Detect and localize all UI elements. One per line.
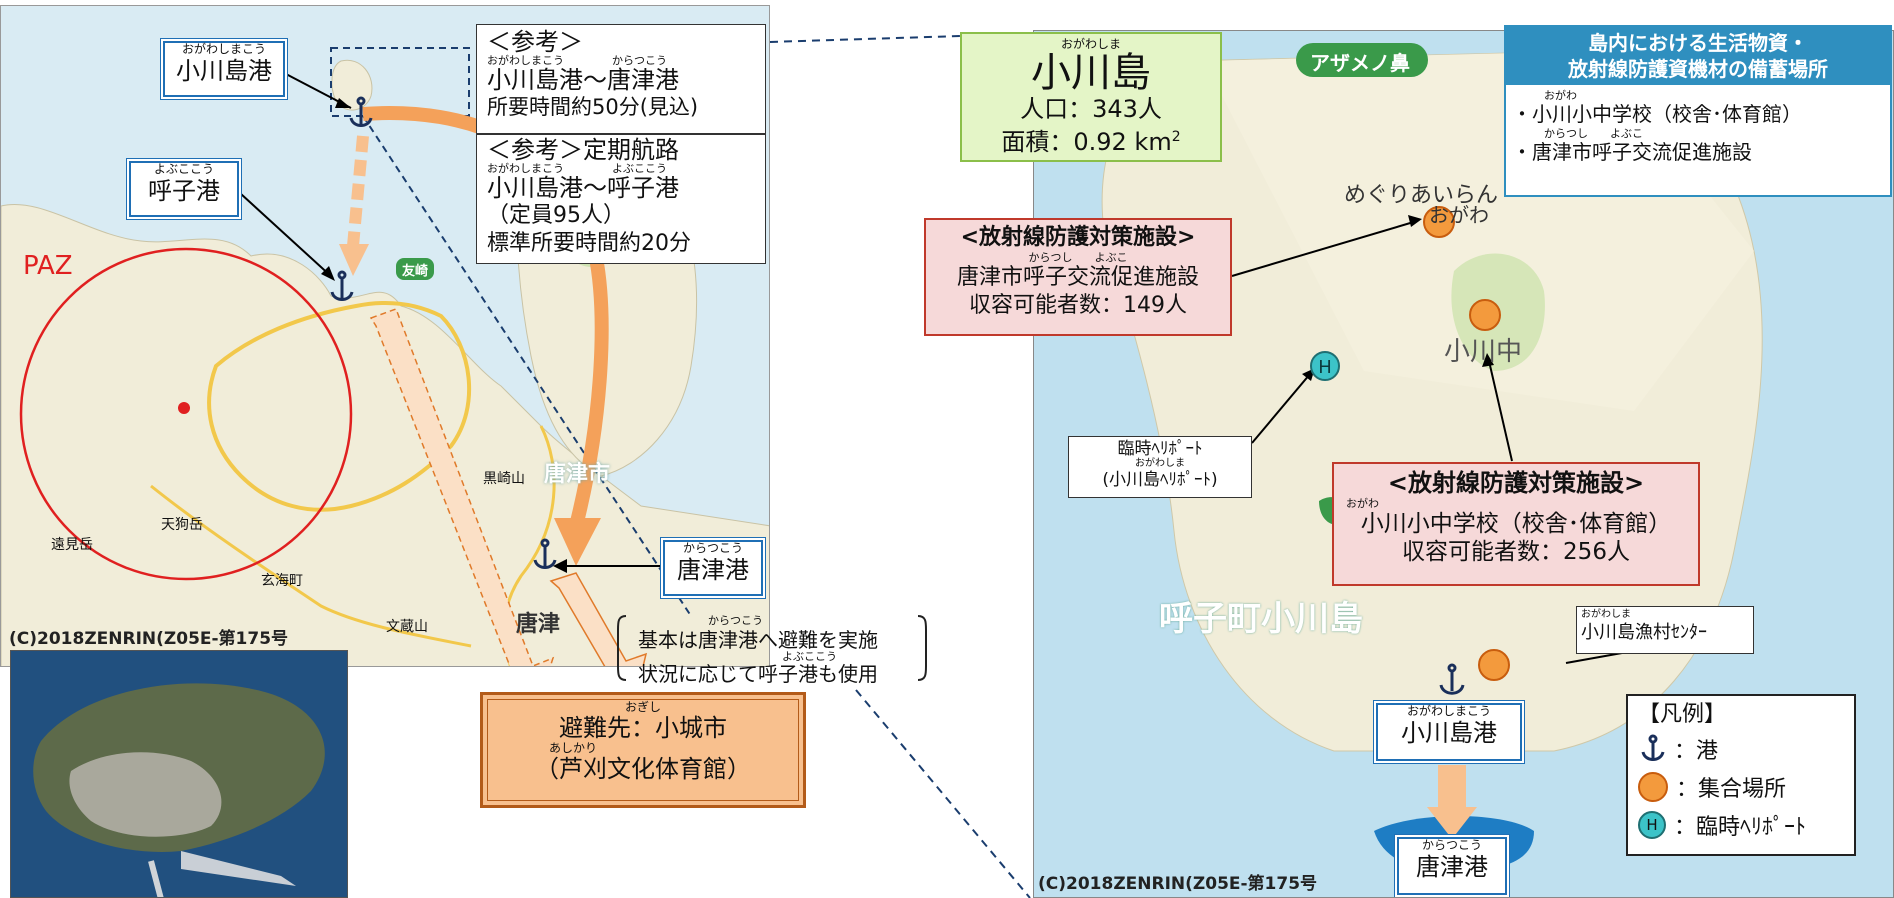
anchor-icon [1439, 663, 1465, 695]
anchor-icon [1641, 734, 1665, 761]
map-label-karatsu: 唐津市 [544, 462, 611, 487]
stockpile-box: 島内における生活物資・ 放射線防護資機材の備蓄場所 おがわ ・小川小中学校（校舎… [1504, 25, 1892, 197]
fishing-center-label: おがわしま 小川島漁村ｾﾝﾀｰ [1576, 606, 1754, 654]
legend-box: 【凡例】 ：港 ：集合場所 H ：臨時ﾍﾘﾎﾟｰﾄ [1626, 694, 1856, 856]
heliport-icon[interactable]: H [1310, 351, 1340, 381]
map-label-kurosezan: 黒崎山 [483, 471, 525, 487]
assembly-point-ogawa-school[interactable] [1469, 299, 1501, 331]
label-yobuko-port: よぶここう 呼子港 [127, 159, 241, 219]
map-label-tengu: 天狗岳 [161, 517, 203, 533]
facility-yobuko-box: <放射線防護対策施設> からつし よぶこ 唐津市呼子交流促進施設 収容可能者数：… [924, 218, 1232, 336]
anchor-icon [349, 96, 373, 127]
label-ogawashima-port: おがわしまこう 小川島港 [161, 39, 287, 99]
heliport-icon: H [1638, 811, 1666, 839]
legend-item-port: ：港 [1638, 730, 1844, 768]
map-label-meguri: めぐりあいらん [1344, 183, 1499, 208]
reference-box-2: ＜参考＞定期航路 おがわしまこうよぶここう 小川島港～呼子港 （定員95人） 標… [476, 134, 766, 264]
destination-box: おぎし 避難先：小城市 あしかり （芦刈文化体育館） [480, 692, 806, 808]
right-map-copyright: (C)2018ZENRIN(Z05E-第175号 [1038, 874, 1318, 894]
assembly-dot-icon [1638, 772, 1668, 802]
label-right-ogawashima-port: おがわしまこう 小川島港 [1374, 701, 1524, 763]
map-label-bunzan: 文蔵山 [386, 619, 428, 635]
label-karatsu-port: からつこう 唐津港 [661, 538, 765, 598]
evacuation-note: からつこう 基本は唐津港へ避難を実施 よぶここう 状況に応じて呼子港も使用 [614, 612, 930, 686]
heliport-label: 臨時ﾍﾘﾎﾟｰﾄ おがわしま (小川島ﾍﾘﾎﾟｰﾄ) [1068, 436, 1252, 498]
map-label-azameno: アザメノ鼻 [1310, 51, 1410, 75]
anchor-icon [533, 538, 557, 569]
reference-box-1: ＜参考＞ おがわしまこうからつこう 小川島港～唐津港 所要時間約50分(見込) [476, 24, 766, 134]
map-label-yobuko-ogawashima: 呼子町小川島 [1159, 599, 1363, 639]
map-label-tomozaki: 友崎 [402, 264, 429, 279]
assembly-point-yobuko-facility[interactable] [1423, 206, 1455, 238]
map-label-genkai: 玄海町 [261, 573, 303, 589]
facility-ogawa-school-box: <放射線防護対策施設> おがわ 小川小中学校（校舎･体育館） 収容可能者数：25… [1332, 462, 1700, 586]
left-map-copyright: (C)2018ZENRIN(Z05E-第175号 [9, 629, 289, 649]
paz-label: PAZ [23, 251, 73, 281]
label-right-karatsu-port: からつこう 唐津港 [1395, 835, 1509, 897]
map-label-karatsu-town: 唐津 [516, 612, 561, 637]
island-info-box: おがわしま 小川島 人口：343人 面積：0.92 km2 [960, 32, 1222, 162]
assembly-point-fishing-center[interactable] [1478, 649, 1510, 681]
anchor-icon [330, 270, 354, 301]
legend-item-heliport: H ：臨時ﾍﾘﾎﾟｰﾄ [1638, 806, 1844, 844]
map-label-ogawachu: 小川中 [1444, 337, 1523, 367]
aerial-photo [10, 650, 348, 898]
map-label-ogawa: おがわ [1429, 203, 1489, 227]
map-label-tomi: 遠見岳 [51, 537, 93, 553]
legend-item-assembly: ：集合場所 [1638, 768, 1844, 806]
